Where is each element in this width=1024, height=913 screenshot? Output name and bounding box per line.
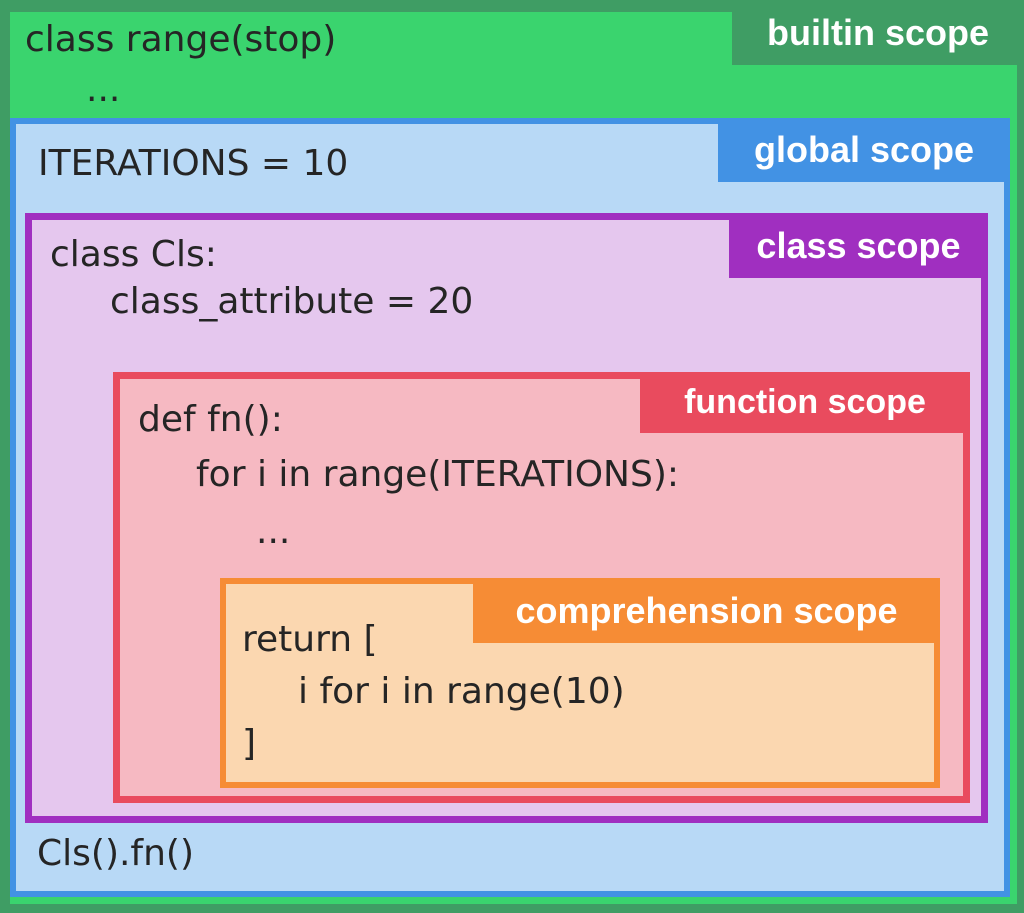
- global-scope-label: global scope: [718, 118, 1010, 182]
- code-line-return-bracket: return [: [242, 619, 378, 660]
- function-scope-label: function scope: [640, 372, 970, 433]
- code-line-closing-bracket: ]: [242, 723, 257, 764]
- code-line-class-range: class range(stop): [25, 19, 337, 60]
- code-line-iterations: ITERATIONS = 10: [38, 143, 349, 184]
- builtin-scope-label: builtin scope: [732, 0, 1024, 65]
- code-line-cls-fn-call: Cls().fn(): [37, 833, 195, 874]
- class-scope-label: class scope: [729, 213, 988, 278]
- code-line-function-ellipsis: ...: [256, 511, 291, 552]
- comprehension-scope-label: comprehension scope: [473, 578, 940, 643]
- code-line-class-cls: class Cls:: [50, 234, 217, 275]
- code-line-class-attribute: class_attribute = 20: [110, 281, 474, 322]
- code-line-for-loop: for i in range(ITERATIONS):: [196, 454, 680, 495]
- code-line-comprehension-body: i for i in range(10): [298, 671, 625, 712]
- code-line-def-fn: def fn():: [138, 399, 283, 440]
- code-line-builtin-ellipsis: ...: [86, 69, 121, 110]
